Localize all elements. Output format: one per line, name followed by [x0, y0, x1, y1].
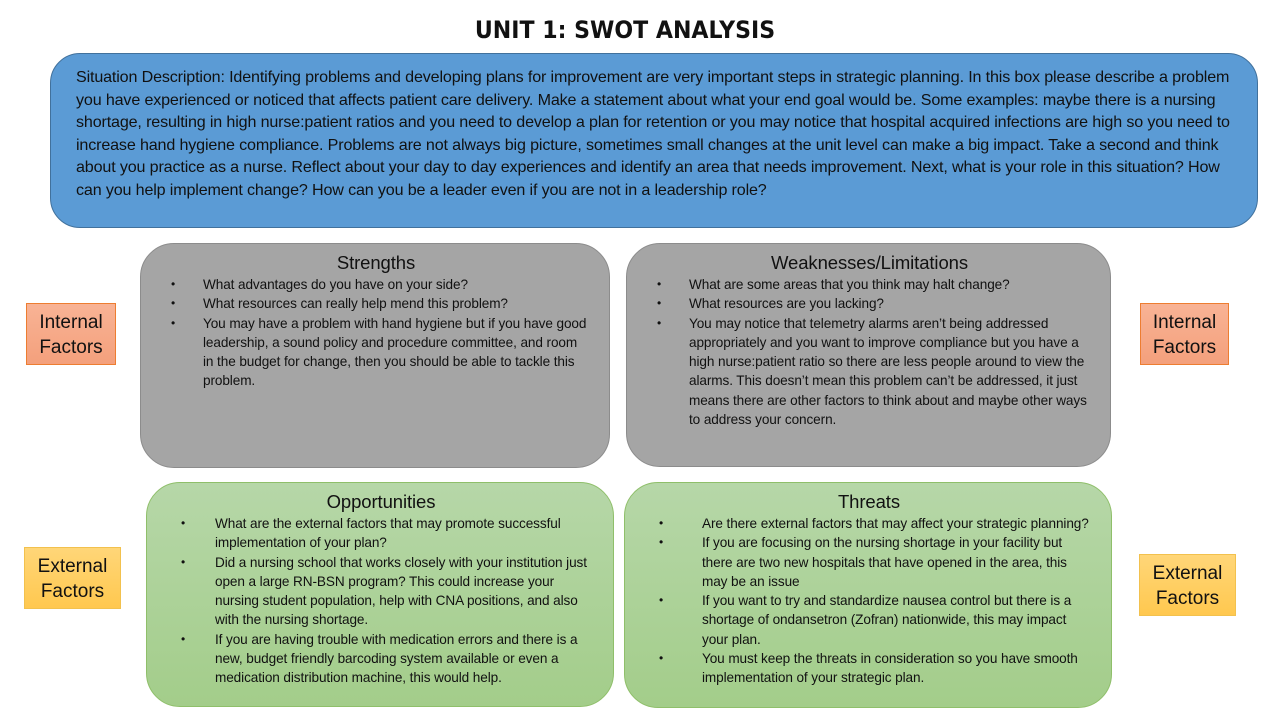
- list-item: If you are having trouble with medicatio…: [169, 630, 593, 688]
- list-item: What are some areas that you think may h…: [649, 275, 1090, 295]
- strengths-list: What advantages do you have on your side…: [163, 275, 589, 391]
- opportunities-box: Opportunities What are the external fact…: [146, 482, 614, 707]
- factor-label-line1: Internal: [1152, 312, 1217, 333]
- situation-description-box: Situation Description: Identifying probl…: [50, 53, 1258, 228]
- strengths-box: Strengths What advantages do you have on…: [140, 243, 610, 468]
- list-item: Are there external factors that may affe…: [647, 514, 1091, 534]
- factor-label-line2: Factors: [40, 581, 105, 602]
- opportunities-list: What are the external factors that may p…: [169, 514, 593, 688]
- weaknesses-title: Weaknesses/Limitations: [771, 252, 968, 273]
- external-factors-label-right: External Factors: [1139, 554, 1236, 616]
- opportunities-title: Opportunities: [326, 491, 436, 512]
- list-item: What are the external factors that may p…: [169, 514, 593, 553]
- factor-label-line1: Internal: [39, 312, 103, 333]
- internal-factors-label-right: Internal Factors: [1140, 303, 1229, 365]
- list-item: What advantages do you have on your side…: [163, 275, 589, 295]
- weaknesses-box: Weaknesses/Limitations What are some are…: [626, 243, 1111, 467]
- list-item: What resources are you lacking?: [649, 294, 1090, 314]
- list-item: Did a nursing school that works closely …: [169, 553, 593, 630]
- factor-label-line1: External: [1152, 563, 1223, 584]
- threats-box: Threats Are there external factors that …: [624, 482, 1112, 708]
- factor-label-line1: External: [37, 556, 108, 577]
- factor-label-line2: Factors: [1155, 588, 1220, 609]
- internal-factors-label-left: Internal Factors: [26, 303, 116, 365]
- external-factors-label-left: External Factors: [24, 547, 121, 609]
- list-item: If you are focusing on the nursing short…: [647, 533, 1091, 591]
- factor-label-line2: Factors: [39, 337, 103, 358]
- list-item: You may have a problem with hand hygiene…: [163, 314, 589, 391]
- threats-list: Are there external factors that may affe…: [647, 514, 1091, 688]
- list-item: What resources can really help mend this…: [163, 294, 589, 314]
- list-item: You must keep the threats in considerati…: [647, 649, 1091, 688]
- strengths-title: Strengths: [336, 252, 416, 273]
- threats-title: Threats: [837, 491, 901, 512]
- weaknesses-list: What are some areas that you think may h…: [649, 275, 1090, 429]
- factor-label-line2: Factors: [1152, 337, 1217, 358]
- page-title: UNIT 1: SWOT ANALYSIS: [474, 16, 776, 44]
- list-item: If you want to try and standardize nause…: [647, 591, 1091, 649]
- list-item: You may notice that telemetry alarms are…: [649, 314, 1090, 430]
